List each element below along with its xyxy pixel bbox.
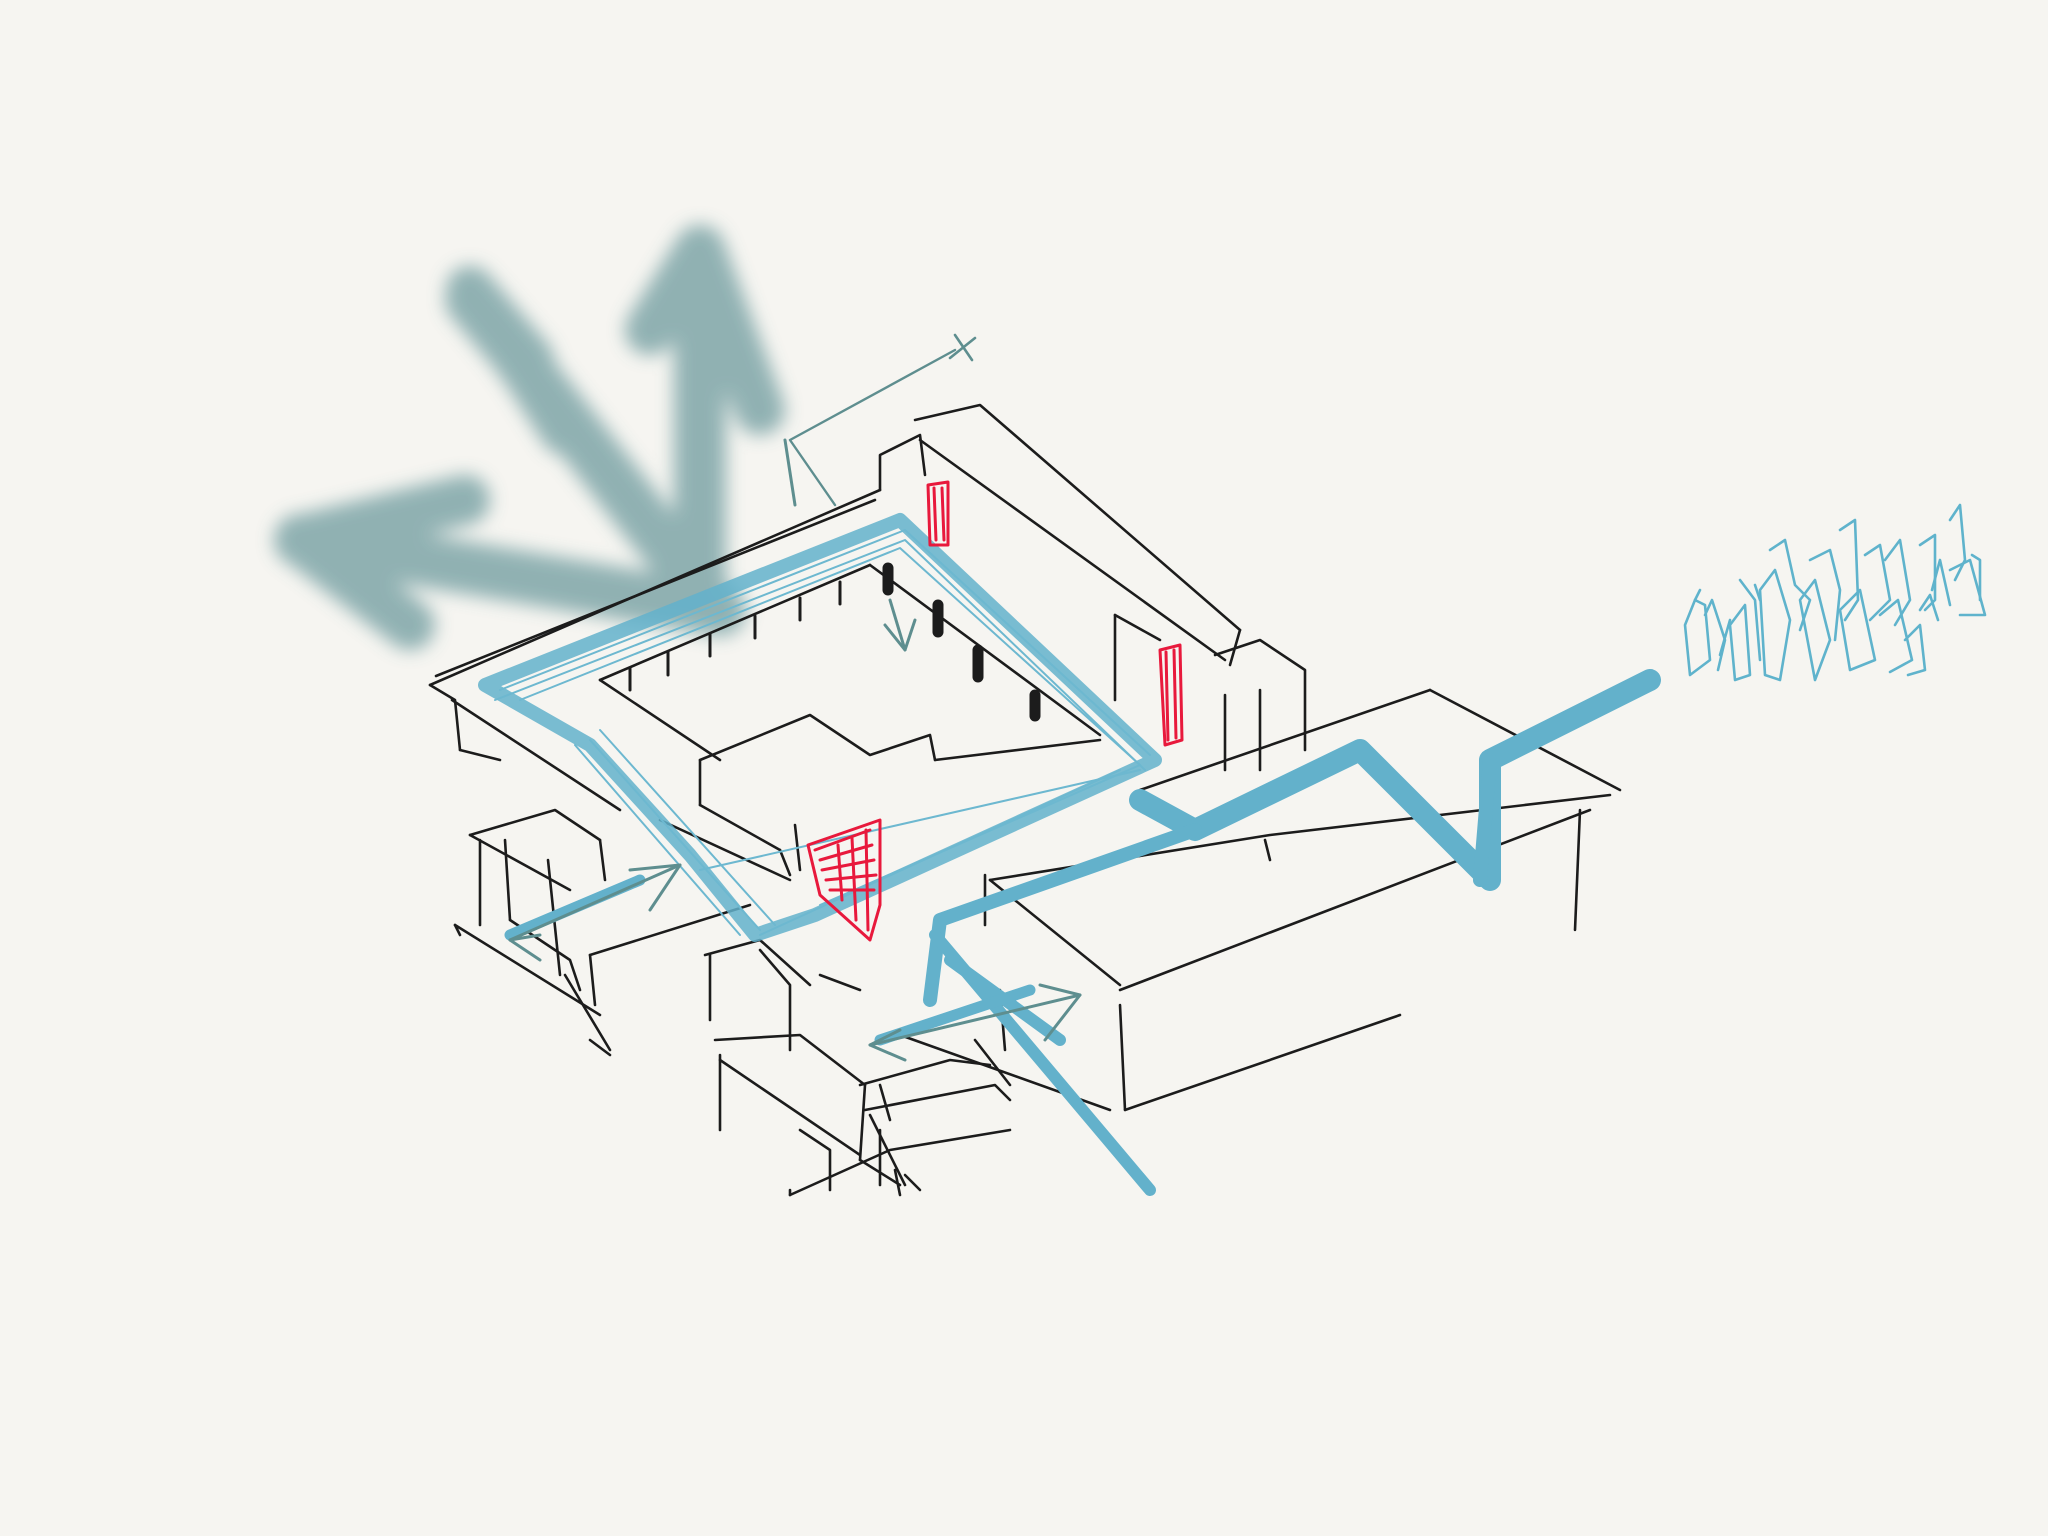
direction-arrows [508, 348, 1082, 1062]
x-mark-icon [948, 333, 977, 362]
colonnade [628, 562, 1041, 722]
crowd-icon [1683, 503, 1987, 682]
courtyard-loop-path [478, 513, 1162, 942]
building-outline [428, 403, 1622, 1197]
red-gate-markers [806, 480, 1184, 942]
main-route-path [504, 669, 1661, 1196]
wind-arrows-icon [274, 225, 785, 650]
